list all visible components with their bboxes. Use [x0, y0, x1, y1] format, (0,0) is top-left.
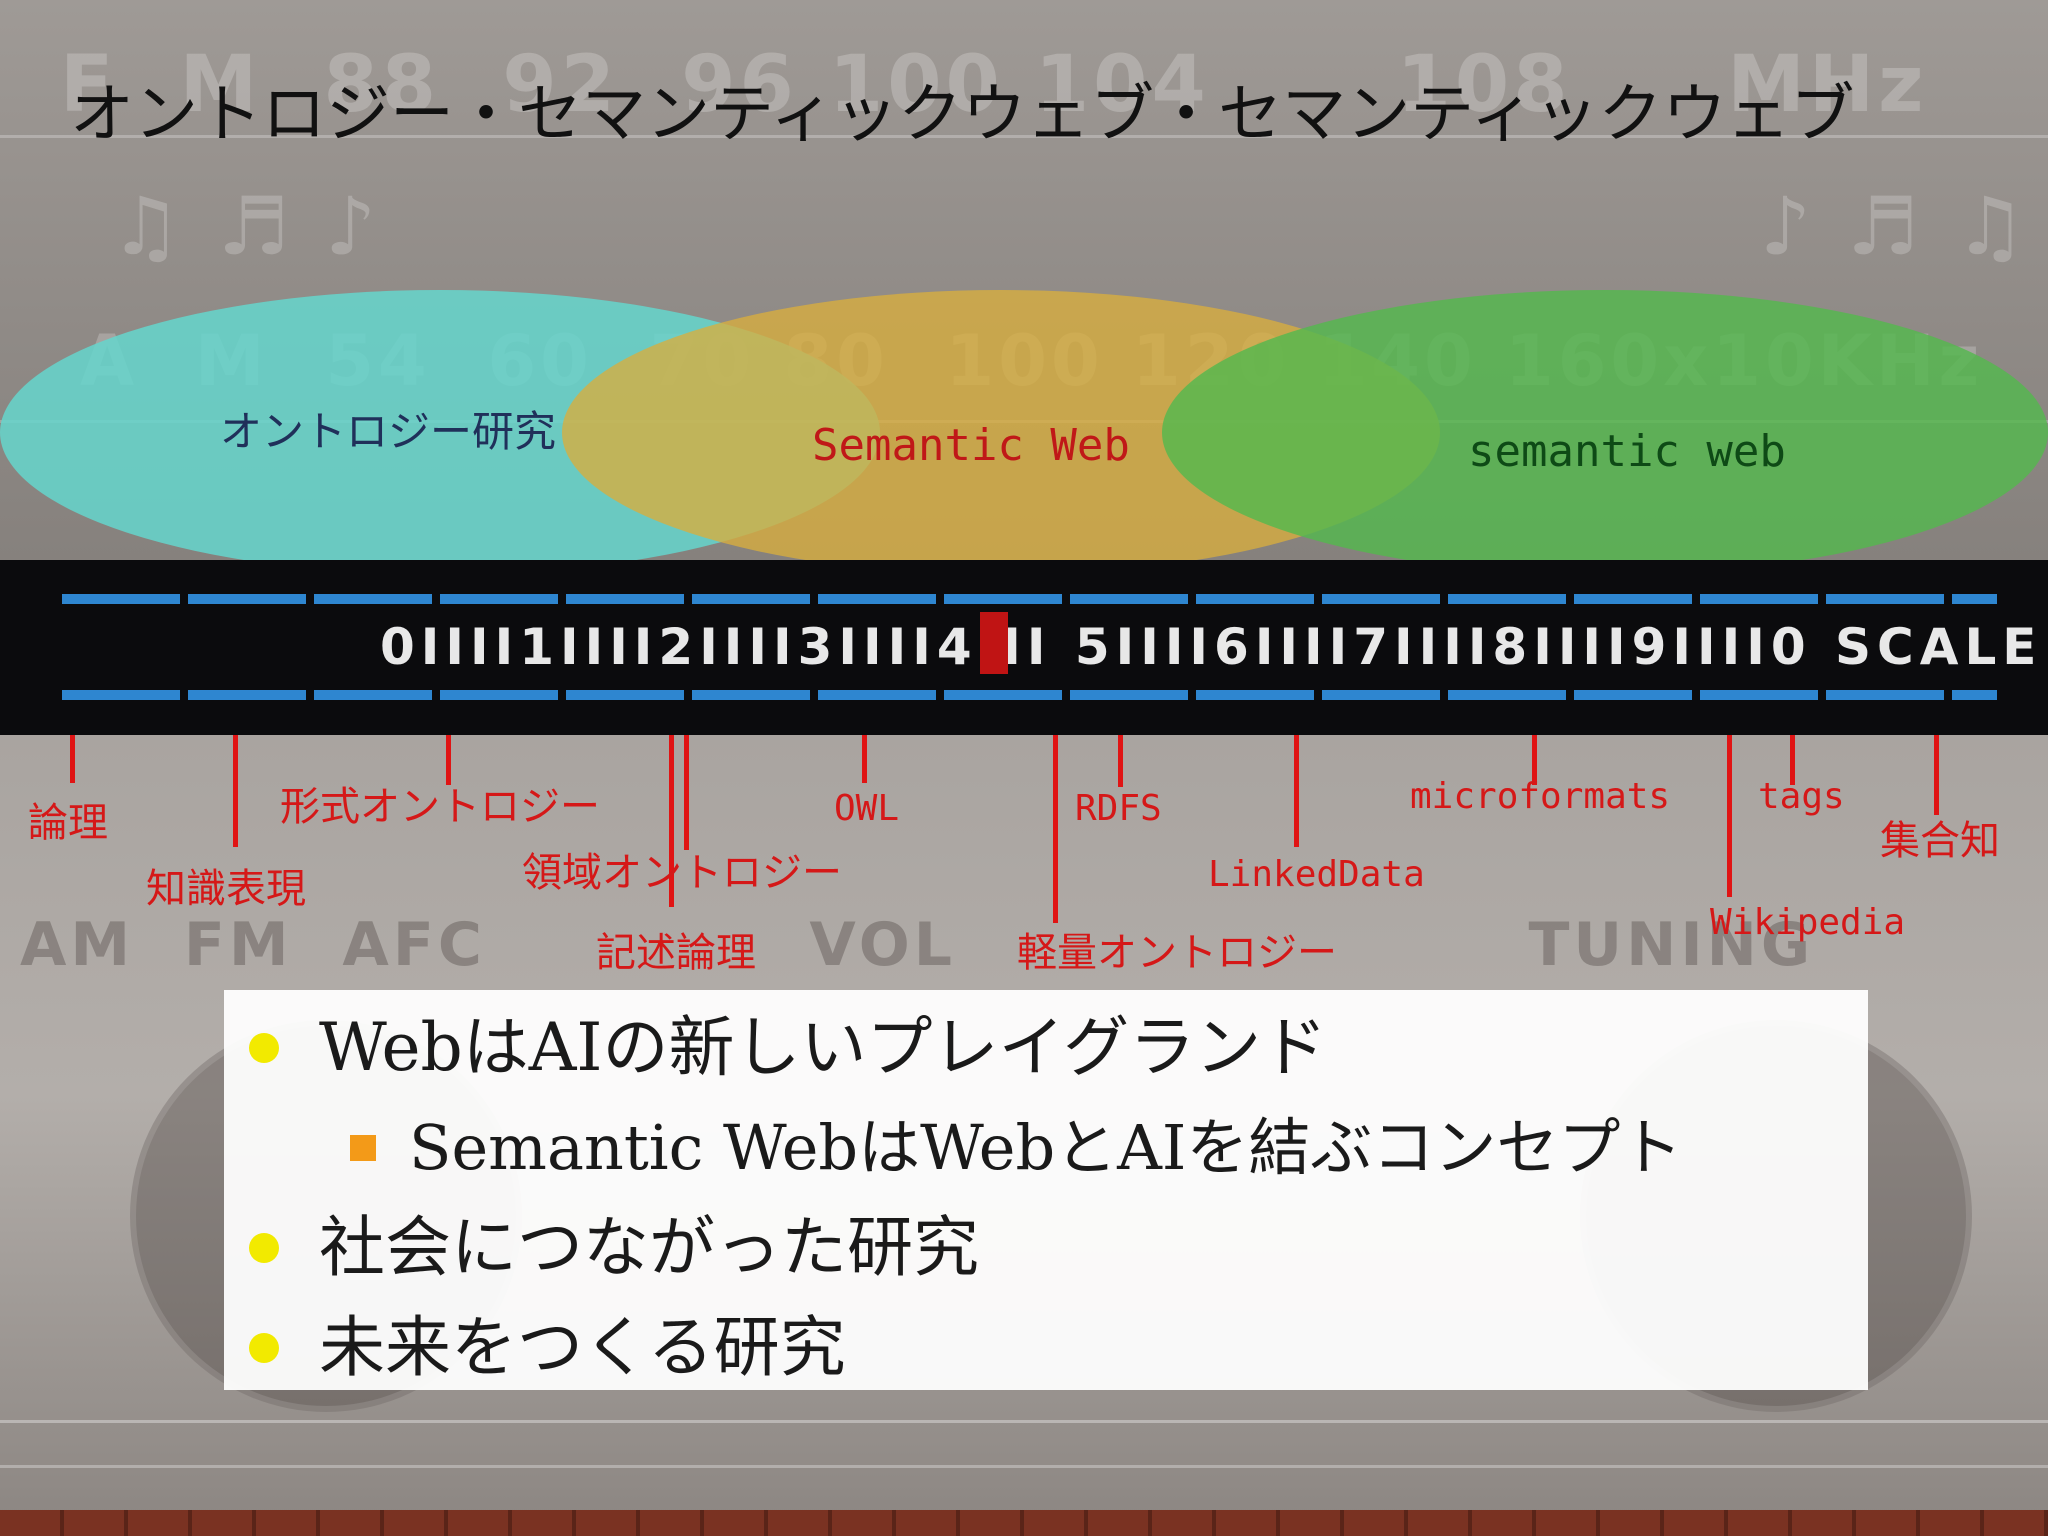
marker-microformats — [1532, 735, 1537, 785]
dial-pointer — [980, 612, 1008, 674]
bullet-web-ai-playground: WebはAIの新しいプレイグランド — [319, 1009, 1328, 1086]
label-description-logic: 記述論理 — [596, 930, 756, 976]
label-lightweight-ontology: 軽量オントロジー — [1017, 930, 1337, 976]
am-fm-afc-ghost: AM FM AFC VOL TUNING — [20, 910, 1815, 980]
label-domain-ontology: 領域オントロジー — [522, 850, 842, 896]
label-collective-intelligence: 集合知 — [1880, 818, 2000, 864]
sub-bullet-semantic-web-concept: Semantic WebはWebとAIを結ぶコンセプト — [409, 1111, 1683, 1184]
label-logic: 論理 — [28, 800, 108, 846]
bg-stripe — [0, 135, 2048, 138]
bullet-dot — [249, 1033, 279, 1063]
sub-bullet-square — [350, 1135, 376, 1161]
marker-wikipedia — [1727, 735, 1732, 897]
label-knowledge-representation: 知識表現 — [146, 866, 306, 912]
bg-stripe — [0, 1465, 2048, 1468]
dial-scale-text: 0ⅠⅠⅠⅠ1ⅠⅠⅠⅠ2ⅠⅠⅠⅠ3ⅠⅠⅠⅠ4ⅠⅠⅠ 5ⅠⅠⅠⅠ6ⅠⅠⅠⅠ7ⅠⅠⅠⅠ… — [380, 618, 2043, 676]
lowercase-semantic-web-label: semantic web — [1468, 426, 1786, 477]
bg-stripe — [0, 1420, 2048, 1423]
dial-bottom-bar — [62, 690, 1997, 700]
music-notes-left-ghost: ♫ ♬ ♪ — [110, 180, 381, 273]
label-tags: tags — [1758, 776, 1845, 817]
marker-knowledge-representation — [233, 735, 238, 847]
lowercase-semantic-web-ellipse — [1162, 290, 2048, 575]
semantic-web-label: Semantic Web — [812, 420, 1130, 471]
label-microformats: microformats — [1410, 776, 1671, 817]
marker-tags — [1790, 735, 1795, 785]
marker-lightweight-ontology — [1053, 735, 1058, 923]
marker-linked-data — [1294, 735, 1299, 847]
label-owl: OWL — [834, 788, 900, 829]
bullet-dot — [249, 1333, 279, 1363]
label-formal-ontology: 形式オントロジー — [280, 784, 600, 830]
slide-title: オントロジー・セマンティックウェブ・セマンティックウェブ — [70, 78, 1855, 152]
ontology-research-label: オントロジー研究 — [220, 407, 557, 456]
marker-formal-ontology — [446, 735, 451, 785]
fm-scale-ghost: F M 88 92 96 100 104 108 MHz — [60, 40, 1928, 130]
bullet-dot — [249, 1233, 279, 1263]
radio-dial-strip: 0ⅠⅠⅠⅠ1ⅠⅠⅠⅠ2ⅠⅠⅠⅠ3ⅠⅠⅠⅠ4ⅠⅠⅠ 5ⅠⅠⅠⅠ6ⅠⅠⅠⅠ7ⅠⅠⅠⅠ… — [0, 560, 2048, 735]
bullet-future-research: 未来をつくる研究 — [319, 1309, 846, 1386]
marker-owl — [862, 735, 867, 783]
label-wikipedia: Wikipedia — [1710, 902, 1906, 943]
marker-description-logic — [669, 735, 674, 907]
bullet-social-research: 社会につながった研究 — [319, 1209, 979, 1286]
marker-domain-ontology — [684, 735, 689, 850]
brick-floor — [0, 1510, 2048, 1536]
music-notes-right-ghost: ♪ ♬ ♫ — [1760, 180, 2031, 273]
marker-collective-intelligence — [1934, 735, 1939, 815]
dial-top-bar — [62, 594, 1997, 604]
marker-logic — [70, 735, 75, 783]
marker-rdfs — [1118, 735, 1123, 787]
bullet-list-box: WebはAIの新しいプレイグランド Semantic WebはWebとAIを結ぶ… — [224, 990, 1868, 1390]
label-linked-data: LinkedData — [1208, 854, 1425, 895]
label-rdfs: RDFS — [1075, 788, 1162, 829]
